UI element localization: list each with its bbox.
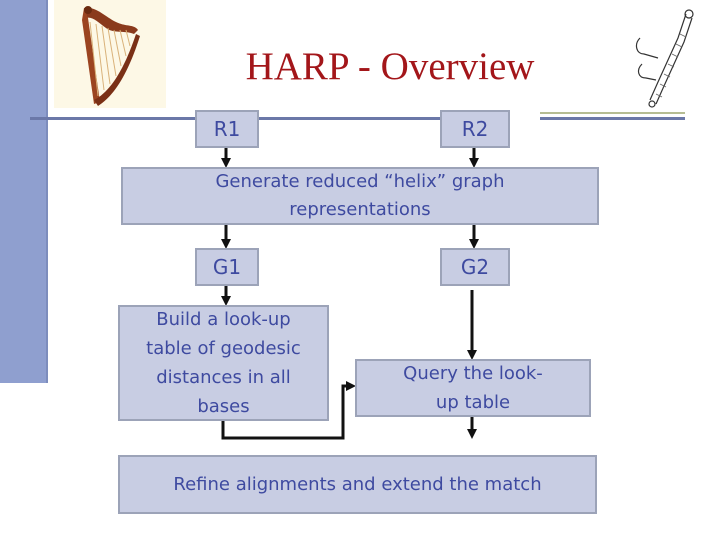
step-refine-alignments: Refine alignments and extend the match [118, 455, 597, 514]
arrow-build-query [221, 381, 356, 440]
rna-structure-icon [628, 8, 698, 108]
node-g1: G1 [195, 248, 259, 286]
node-r1: R1 [195, 110, 259, 148]
step-build-lookup-table: Build a look-up table of geodesic distan… [118, 305, 329, 421]
slide-title: HARP - Overview [245, 45, 535, 88]
header-rule-middle [255, 117, 440, 120]
harp-icon [54, 0, 166, 108]
node-g2: G2 [440, 248, 510, 286]
header-rule-right-accent [540, 112, 685, 114]
node-r2: R2 [440, 110, 510, 148]
step-query-lookup-table: Query the look-up table [355, 359, 591, 417]
header-rule-right [540, 117, 685, 120]
header-rule-left [30, 117, 200, 120]
step-generate-graphs: Generate reduced “helix” graph represent… [121, 167, 599, 225]
left-accent-bar [0, 0, 48, 383]
